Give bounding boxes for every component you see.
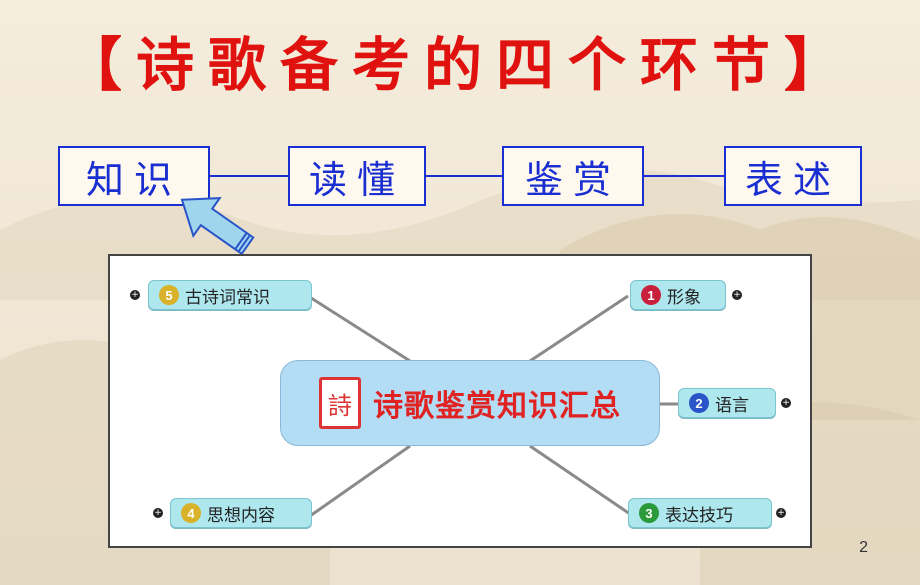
step-connector <box>426 175 502 177</box>
seal-icon: 詩 <box>319 377 361 429</box>
number-badge-icon: 2 <box>689 393 709 413</box>
step-connector <box>210 175 288 177</box>
node-label: 语言 <box>715 395 749 416</box>
expand-dot-icon[interactable]: + <box>781 398 791 408</box>
node-label: 形象 <box>667 287 701 308</box>
mindmap-panel: 詩 诗歌鉴赏知识汇总 + 5 古诗词常识 1 形象 + 2 语言 + + 4 思… <box>108 254 812 548</box>
step-connector <box>644 175 724 177</box>
number-badge-icon: 4 <box>181 503 201 523</box>
expand-dot-icon[interactable]: + <box>732 290 742 300</box>
expand-dot-icon[interactable]: + <box>153 508 163 518</box>
mindmap-node-4[interactable]: 4 思想内容 <box>170 498 312 528</box>
expand-dot-icon[interactable]: + <box>130 290 140 300</box>
expand-dot-icon[interactable]: + <box>776 508 786 518</box>
step-appreciate: 鉴赏 <box>502 146 644 206</box>
number-badge-icon: 5 <box>159 285 179 305</box>
node-label: 表达技巧 <box>665 505 733 526</box>
page-number: 2 <box>859 539 868 556</box>
number-badge-icon: 3 <box>639 503 659 523</box>
mindmap-node-3[interactable]: 3 表达技巧 <box>628 498 772 528</box>
number-badge-icon: 1 <box>641 285 661 305</box>
mindmap-node-5[interactable]: 5 古诗词常识 <box>148 280 312 310</box>
step-label: 知识 <box>85 157 182 202</box>
mindmap-node-2[interactable]: 2 语言 <box>678 388 776 418</box>
page-title: 【诗歌备考的四个环节】 <box>63 31 856 99</box>
pointer-arrow-icon <box>180 197 255 256</box>
mindmap-center-node[interactable]: 詩 诗歌鉴赏知识汇总 <box>280 360 660 446</box>
step-label: 读懂 <box>308 157 405 202</box>
step-label: 鉴赏 <box>524 157 621 202</box>
step-knowledge: 知识 <box>58 146 210 206</box>
node-label: 古诗词常识 <box>185 287 270 308</box>
mindmap-node-1[interactable]: 1 形象 <box>630 280 726 310</box>
step-express: 表述 <box>724 146 862 206</box>
step-label: 表述 <box>744 157 841 202</box>
step-understand: 读懂 <box>288 146 426 206</box>
node-label: 思想内容 <box>207 505 275 526</box>
center-label: 诗歌鉴赏知识汇总 <box>373 389 621 424</box>
mindmap-branches <box>307 294 678 518</box>
